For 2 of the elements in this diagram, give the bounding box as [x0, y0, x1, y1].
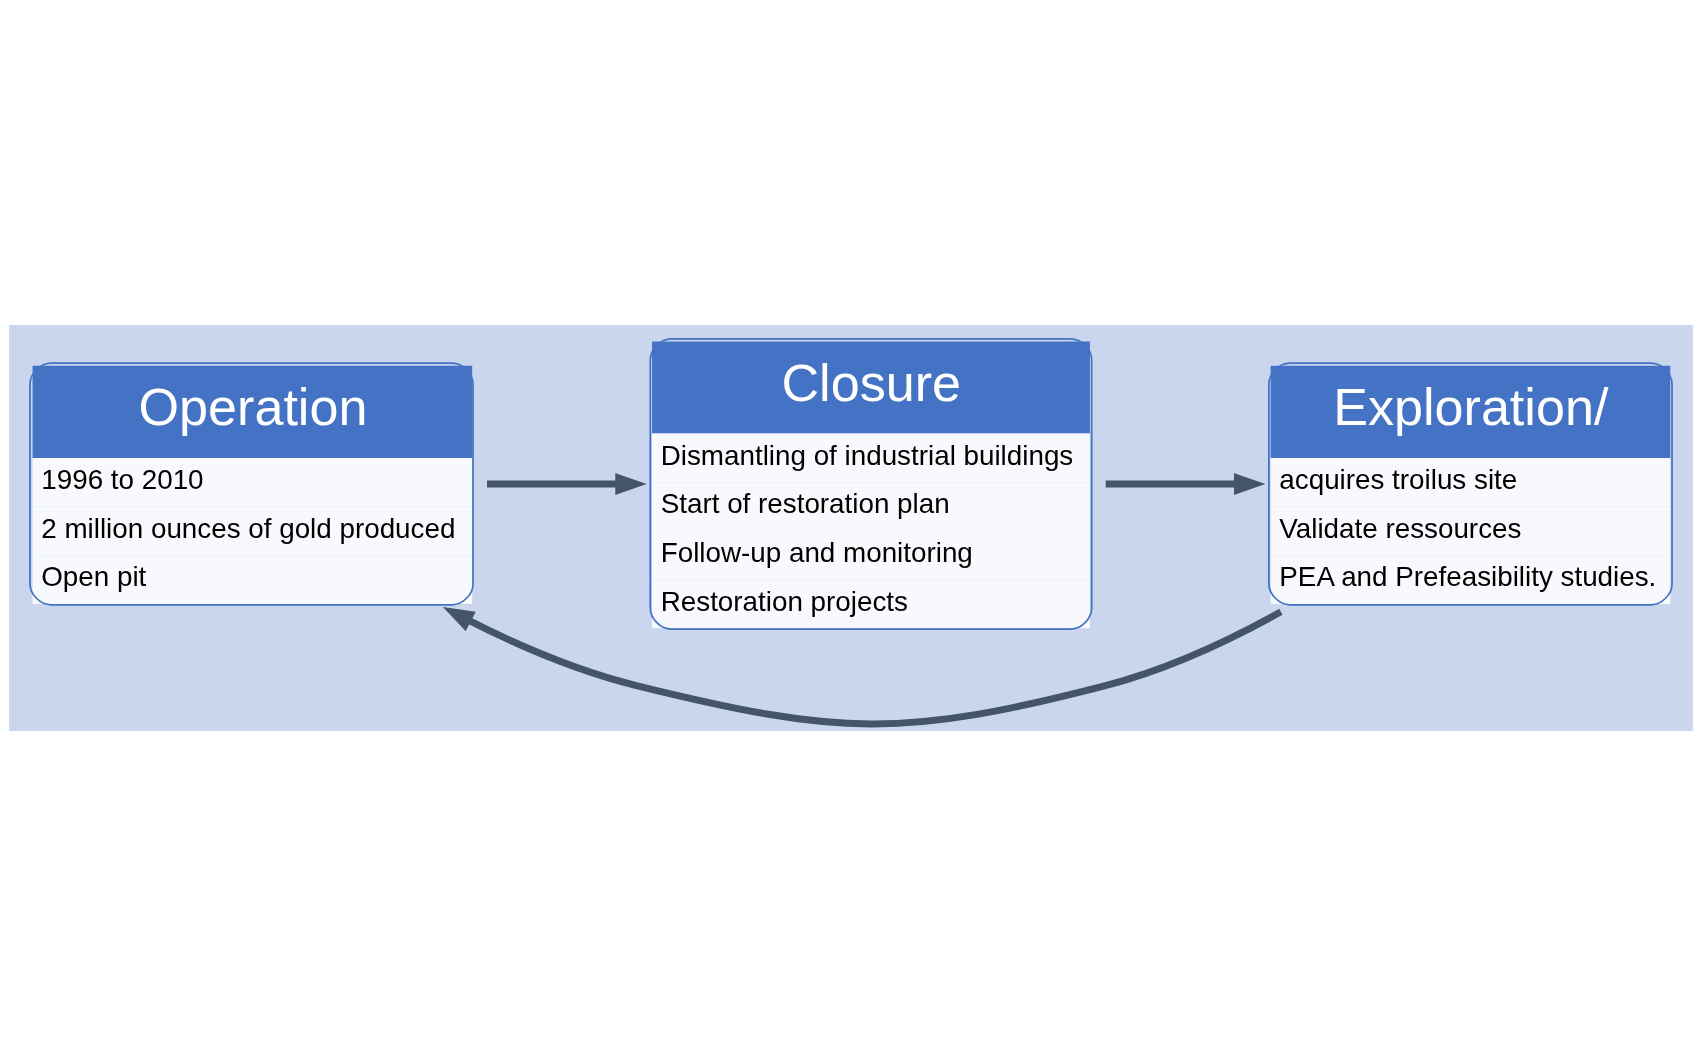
arrow: [442, 606, 1283, 727]
arrow: [1105, 472, 1266, 495]
